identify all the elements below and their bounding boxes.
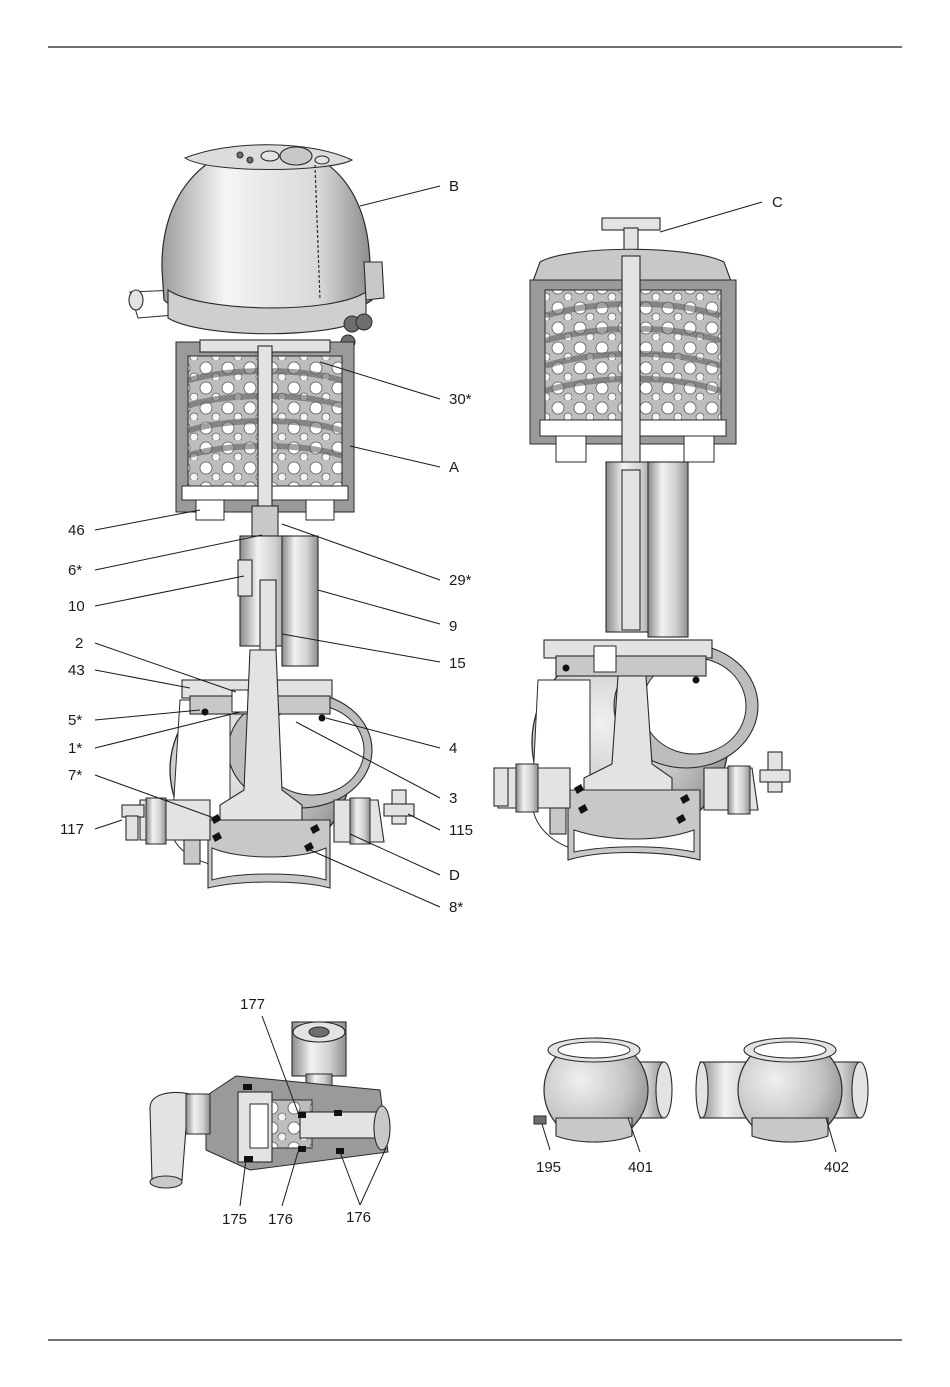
label-195: 195	[536, 1159, 561, 1176]
valve-right-illustration	[494, 218, 790, 860]
label-177: 177	[240, 996, 265, 1013]
fitting-detail-illustration	[150, 1022, 390, 1188]
label-30: 30*	[449, 391, 472, 408]
label-2: 2	[75, 635, 83, 652]
label-4: 4	[449, 740, 457, 757]
label-46: 46	[68, 522, 85, 539]
label-8: 8*	[449, 899, 463, 916]
label-1: 1*	[68, 740, 82, 757]
label-3: 3	[449, 790, 457, 807]
label-C: C	[772, 194, 783, 211]
label-117: 117	[60, 821, 84, 838]
label-15: 15	[449, 655, 466, 672]
housing-402-illustration	[696, 1038, 868, 1142]
label-5: 5*	[68, 712, 82, 729]
label-115: 115	[449, 822, 473, 839]
label-29: 29*	[449, 572, 472, 589]
label-175: 175	[222, 1211, 247, 1228]
label-10: 10	[68, 598, 85, 615]
label-7: 7*	[68, 767, 82, 784]
label-9: 9	[449, 618, 457, 635]
label-43: 43	[68, 662, 85, 679]
label-A: A	[449, 459, 459, 476]
label-6: 6*	[68, 562, 82, 579]
housing-401-illustration	[534, 1038, 672, 1142]
label-402: 402	[824, 1159, 849, 1176]
label-401: 401	[628, 1159, 653, 1176]
label-176a: 176	[268, 1211, 293, 1228]
label-D: D	[449, 867, 460, 884]
right-leader-C	[660, 202, 762, 232]
label-B: B	[449, 178, 459, 195]
label-176b: 176	[346, 1209, 371, 1226]
